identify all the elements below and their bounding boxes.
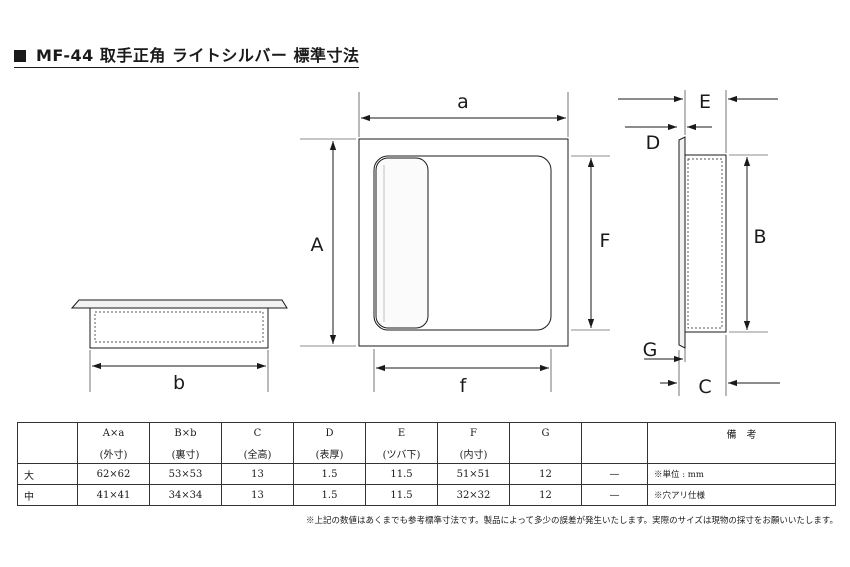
dim-label-D: D <box>646 132 661 154</box>
footnote: ※上記の数値はあくまでも参考標準寸法です。製品によって多少の誤差が発生いたします… <box>305 516 838 526</box>
technical-drawing: b a A F f <box>70 90 780 398</box>
row-note: ※穴アリ仕様 <box>647 484 836 506</box>
section-view-flange <box>678 136 686 349</box>
front-view-finger-pull <box>375 157 429 329</box>
table-subheader-row: (外寸) (裏寸) (全高) (表厚) (ツバ下) (内寸) <box>17 443 836 464</box>
header-col-G: G <box>509 422 582 443</box>
table-cell: — <box>581 484 648 506</box>
table-cell: 51×51 <box>437 463 510 485</box>
table-cell: 12 <box>509 463 582 485</box>
dim-label-B: B <box>753 226 766 248</box>
table-row: 大 62×62 53×53 13 1.5 11.5 51×51 12 — ※単位… <box>17 463 836 485</box>
table-cell: 34×34 <box>149 484 222 506</box>
header-col-C: C <box>221 422 294 443</box>
row-size-label: 中 <box>17 484 78 506</box>
header-col-E: E <box>365 422 438 443</box>
title-square-icon <box>14 50 26 62</box>
dim-label-b: b <box>173 372 185 394</box>
row-note: ※単位 : mm <box>647 463 836 485</box>
table-cell: 62×62 <box>77 463 150 485</box>
table-cell: 11.5 <box>365 463 438 485</box>
side-view-inner-line <box>94 311 264 343</box>
table-cell: 41×41 <box>77 484 150 506</box>
dim-label-A: A <box>311 234 324 256</box>
side-view-body <box>89 307 269 349</box>
header-corner-cell <box>17 422 78 443</box>
table-cell: 1.5 <box>293 463 366 485</box>
row-size-label: 大 <box>17 463 78 485</box>
side-view-flange <box>70 299 288 309</box>
page-title: MF-44 取手正角 ライトシルバー 標準寸法 <box>14 42 360 68</box>
table-cell: 12 <box>509 484 582 506</box>
spec-table: A×a B×b C D E F G 備 考 (外寸) (裏寸) (全高) (表厚… <box>17 422 836 506</box>
header-col-AxA: A×a <box>77 422 150 443</box>
front-view <box>300 92 610 392</box>
subheader-col-blank <box>581 443 648 464</box>
page-title-text: MF-44 取手正角 ライトシルバー 標準寸法 <box>36 46 360 65</box>
section-view-inner-line <box>687 158 723 329</box>
table-row: 中 41×41 34×34 13 1.5 11.5 32×32 12 — ※穴ア… <box>17 484 836 506</box>
side-view <box>70 299 288 392</box>
subheader-col-D: (表厚) <box>293 443 366 464</box>
dim-label-a: a <box>457 91 469 113</box>
header-col-BxB: B×b <box>149 422 222 443</box>
section-view-body <box>684 154 727 333</box>
dim-label-C: C <box>698 376 711 398</box>
subheader-col-AxA: (外寸) <box>77 443 150 464</box>
header-col-remarks: 備 考 <box>647 422 836 443</box>
table-cell: — <box>581 463 648 485</box>
table-cell: 1.5 <box>293 484 366 506</box>
subheader-col-F: (内寸) <box>437 443 510 464</box>
subheader-col-BxB: (裏寸) <box>149 443 222 464</box>
table-cell: 53×53 <box>149 463 222 485</box>
dim-label-G: G <box>643 339 658 361</box>
table-cell: 13 <box>221 463 294 485</box>
front-view-recess <box>373 155 552 331</box>
subheader-col-C: (全高) <box>221 443 294 464</box>
subheader-col-G <box>509 443 582 464</box>
header-col-blank <box>581 422 648 443</box>
table-cell: 11.5 <box>365 484 438 506</box>
dim-label-F: F <box>600 230 611 252</box>
table-cell: 13 <box>221 484 294 506</box>
subheader-col-E: (ツバ下) <box>365 443 438 464</box>
table-header-row: A×a B×b C D E F G 備 考 <box>17 422 836 443</box>
table-cell: 32×32 <box>437 484 510 506</box>
dim-label-f: f <box>460 375 468 397</box>
dim-label-E: E <box>699 91 711 113</box>
header-col-D: D <box>293 422 366 443</box>
section-view <box>618 90 780 396</box>
header-col-F: F <box>437 422 510 443</box>
